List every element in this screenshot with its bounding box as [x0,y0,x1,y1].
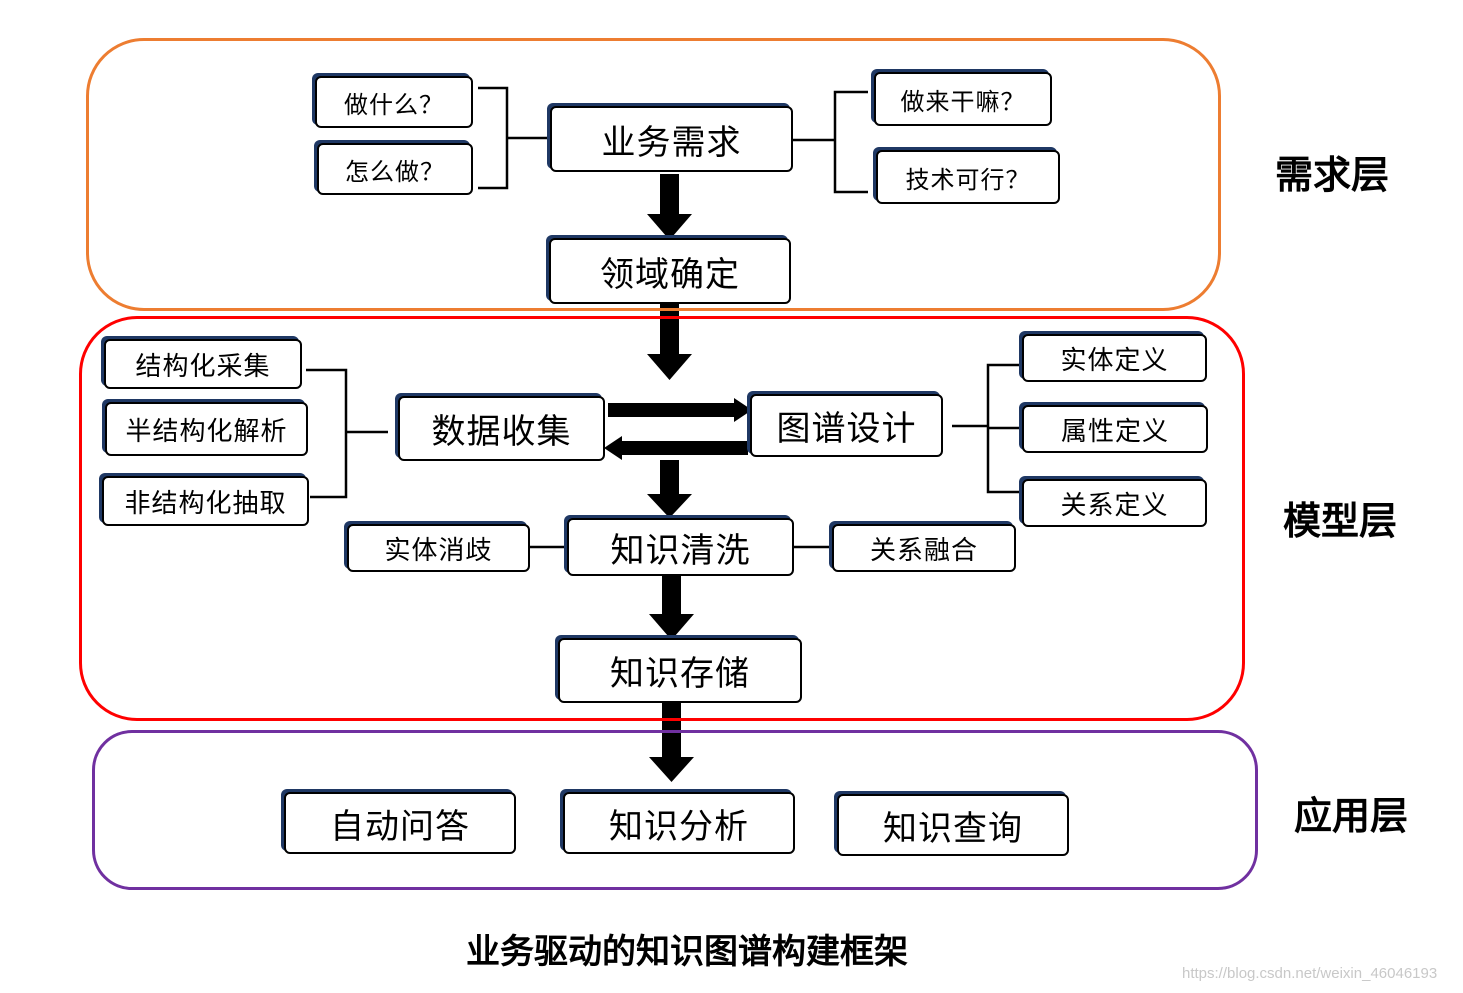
graph-design-box: 图谱设计 [750,394,943,457]
how-box: 怎么做？ [317,143,473,195]
auto-qa-box: 自动问答 [284,792,516,854]
application-layer-label: 应用层 [1294,794,1409,838]
why-box: 做来干嘛？ [874,72,1052,126]
what-box: 做什么？ [315,76,473,128]
business-need-box: 业务需求 [550,106,793,172]
knowledge-analysis-box: 知识分析 [563,792,795,854]
knowledge-storage-box: 知识存储 [558,638,802,703]
requirement-layer-frame [86,38,1221,311]
requirement-layer-label: 需求层 [1275,153,1390,197]
structured-collection-box: 结构化采集 [104,339,302,389]
domain-box: 领域确定 [549,238,791,304]
data-collection-box: 数据收集 [398,396,605,461]
semi-structured-parsing-box: 半结构化解析 [105,402,308,456]
unstructured-extraction-box: 非结构化抽取 [102,476,309,526]
entity-definition-box: 实体定义 [1022,334,1207,382]
relation-fusion-box: 关系融合 [832,524,1016,572]
entity-disambiguation-box: 实体消歧 [347,524,530,572]
model-layer-label: 模型层 [1283,499,1398,543]
attribute-definition-box: 属性定义 [1022,405,1208,453]
relation-definition-box: 关系定义 [1022,479,1207,527]
feasible-box: 技术可行？ [876,150,1060,204]
diagram-caption: 业务驱动的知识图谱构建框架 [466,932,908,972]
application-layer-frame [92,730,1258,890]
knowledge-query-box: 知识查询 [837,794,1069,856]
knowledge-cleaning-box: 知识清洗 [567,518,794,576]
model-layer-frame [79,316,1245,721]
watermark: https://blog.csdn.net/weixin_46046193 [1182,965,1438,982]
